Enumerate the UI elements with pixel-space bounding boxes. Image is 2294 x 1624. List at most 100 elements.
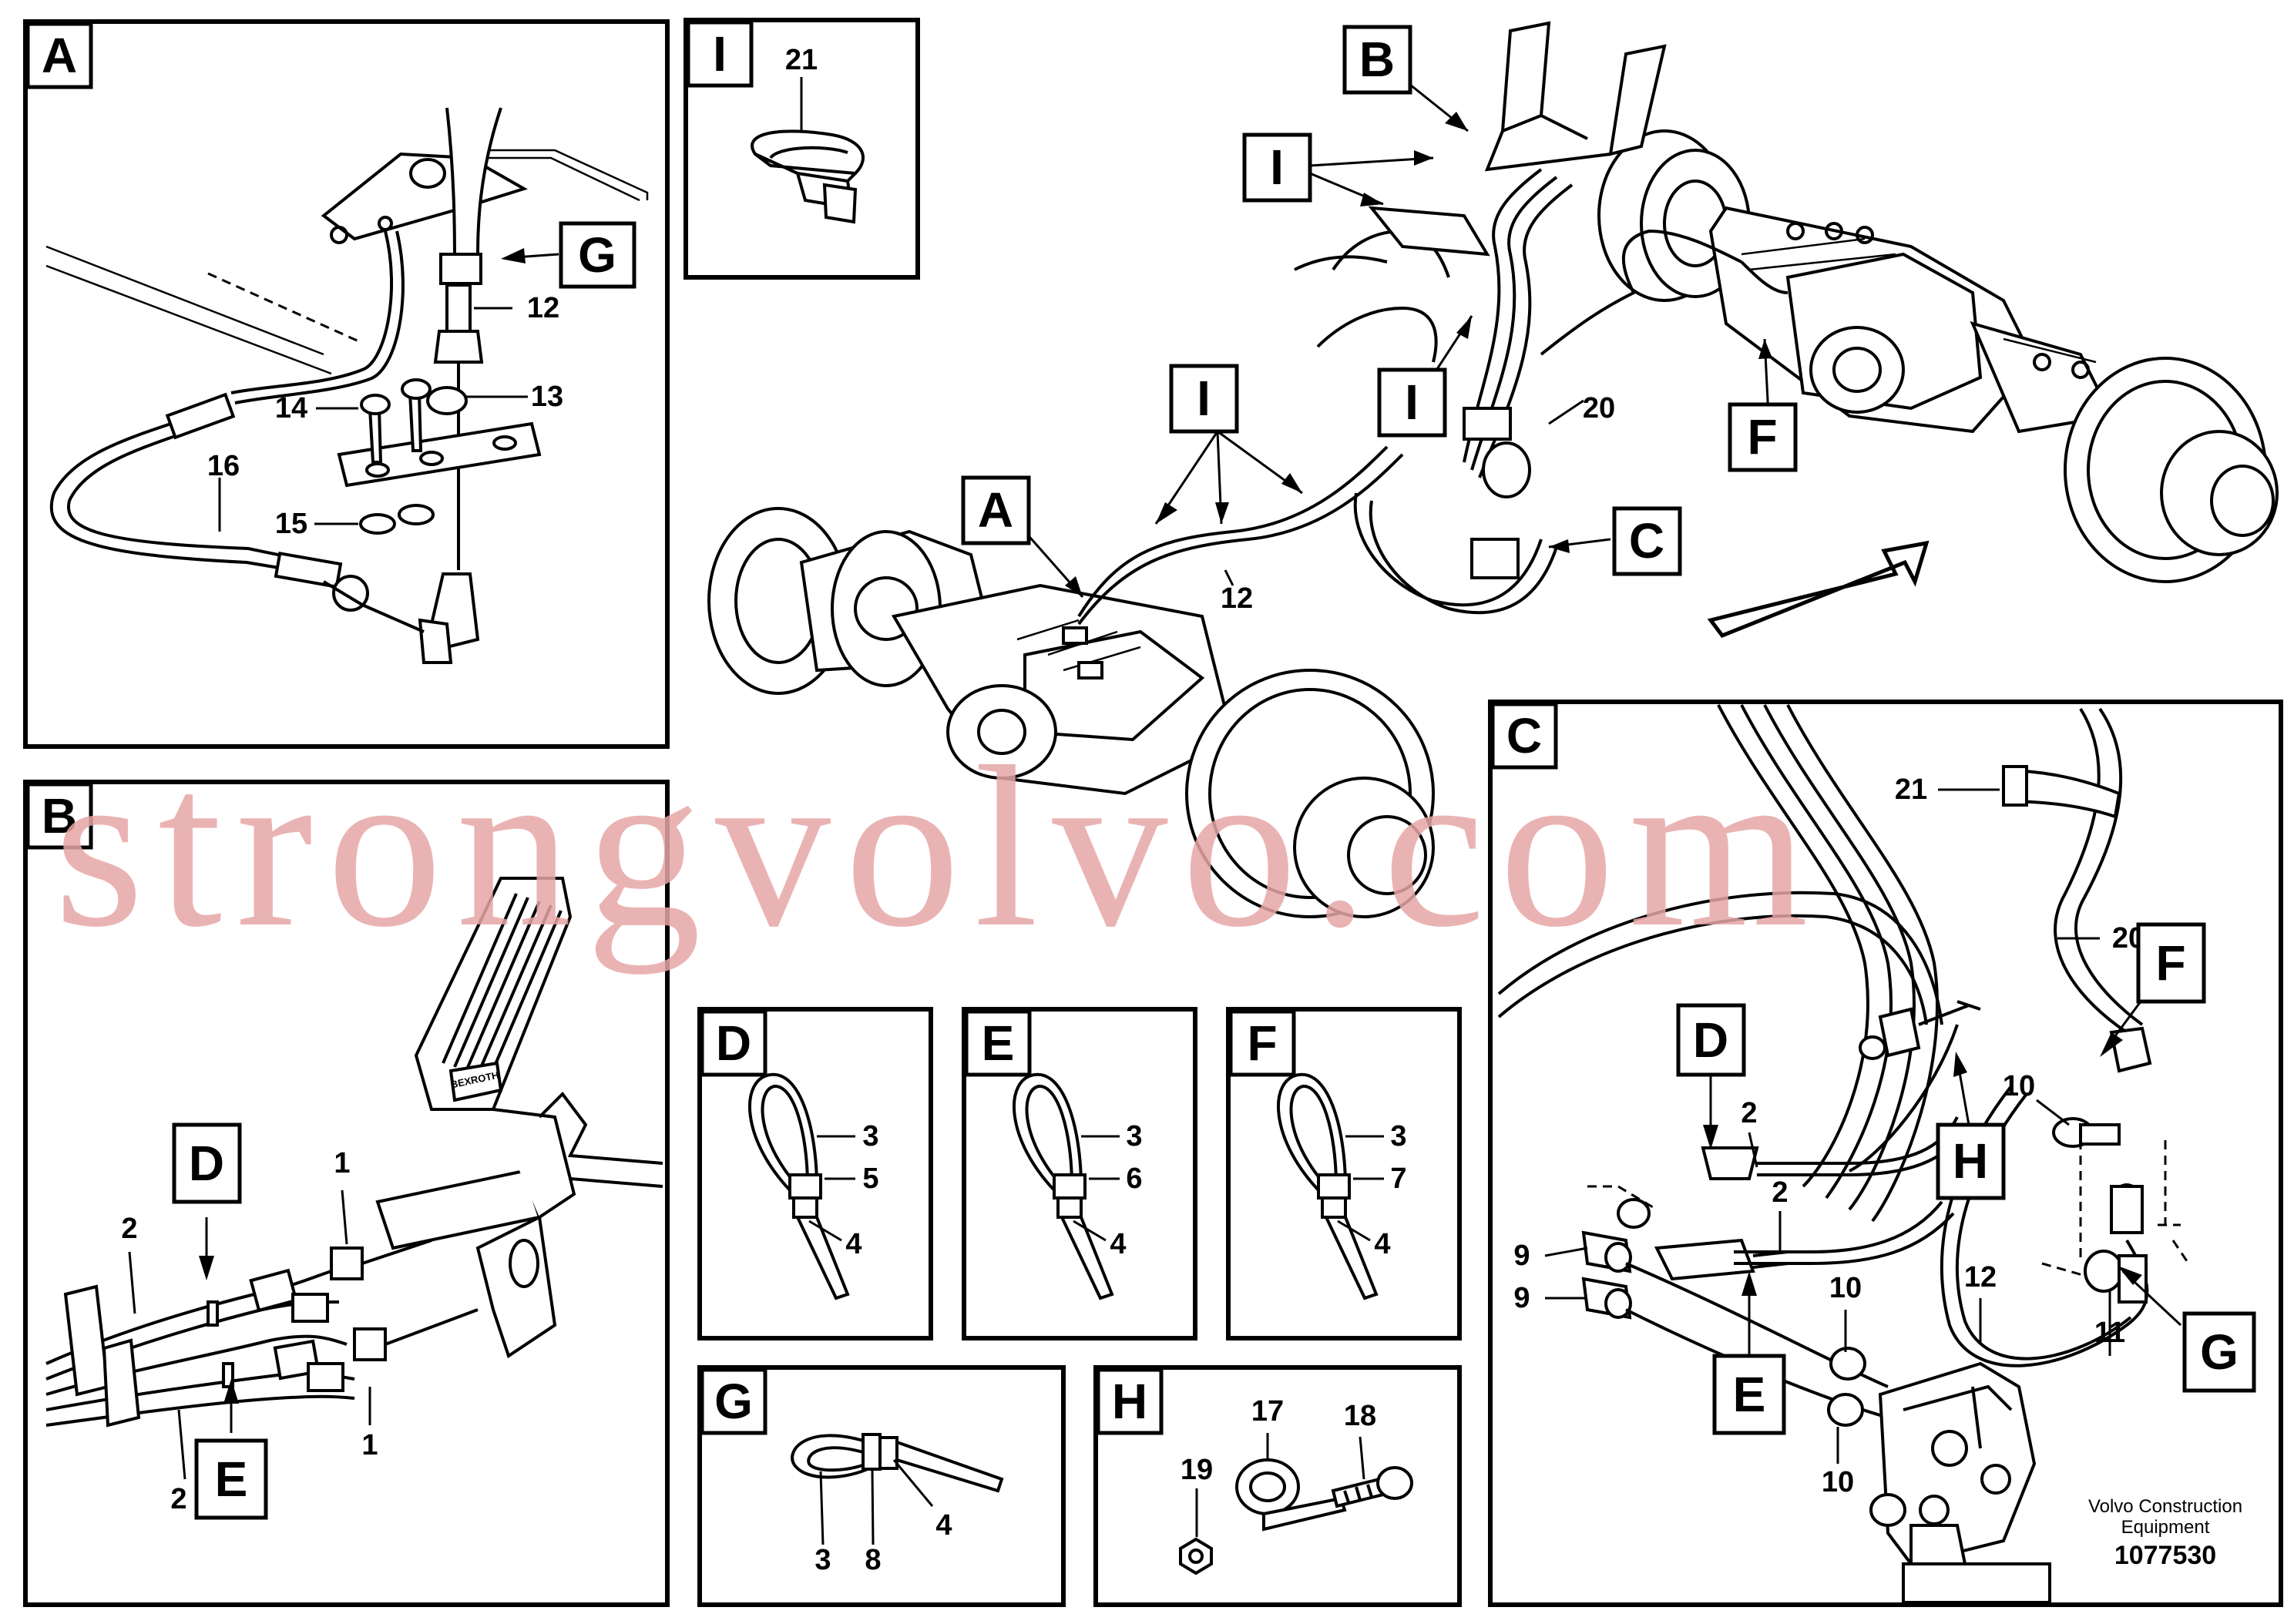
panel-B-tag-D-text: D <box>189 1136 224 1191</box>
watermark-text: strongvolvo.com <box>54 719 1822 975</box>
panel-B-title: B <box>42 788 77 844</box>
callout-H-19: 19 <box>1181 1454 1213 1486</box>
callout-G-4: 4 <box>935 1509 952 1542</box>
callout-C-9-top: 9 <box>1513 1240 1530 1272</box>
cable-tie-icon <box>748 1072 850 1300</box>
tag-overview-I-1 <box>1242 133 1312 203</box>
panel-B-title-box <box>25 782 93 850</box>
callout-B-2-bottom: 2 <box>170 1483 186 1515</box>
panel-C-tag-D <box>1676 1003 1746 1077</box>
callout-F-4: 4 <box>1374 1228 1390 1260</box>
panel-B-tag-E-text: E <box>215 1451 248 1507</box>
cable-harness <box>1077 168 1789 626</box>
direction-arrow-icon <box>1707 540 1930 639</box>
panel-G-title: G <box>714 1374 753 1429</box>
panel-E-title-box <box>964 1009 1032 1077</box>
tag-overview-I-2-text: I <box>1405 374 1419 430</box>
callout-A-13: 13 <box>531 381 563 413</box>
panel-C: C <box>1488 700 2283 1607</box>
tag-overview-A <box>961 475 1031 545</box>
callout-G-3: 3 <box>814 1544 831 1576</box>
tag-overview-I-2 <box>1377 367 1447 438</box>
callout-overview-12: 12 <box>1221 582 1253 615</box>
tag-overview-F-text: F <box>1747 409 1777 465</box>
panel-A-title-box <box>25 22 93 89</box>
callout-E-4: 4 <box>1110 1228 1126 1260</box>
callout-D-5: 5 <box>862 1163 878 1195</box>
pedal-group <box>1484 21 1667 172</box>
panel-C-tag-E <box>1712 1354 1786 1435</box>
tag-overview-I-3-text: I <box>1197 371 1211 426</box>
callout-C-10-mid: 10 <box>1829 1272 1862 1304</box>
panel-B-tag-E <box>194 1438 268 1520</box>
panel-B: B BEXROTH <box>23 780 670 1607</box>
tag-overview-C-text: C <box>1629 513 1664 569</box>
panel-A-title: A <box>42 28 77 83</box>
panel-B-tag-D <box>172 1122 242 1204</box>
overview-assembly: B I I I A C F 20 12 <box>707 21 2279 918</box>
callout-C-2-mid: 2 <box>1772 1176 1788 1209</box>
panel-H-title-box <box>1096 1367 1164 1435</box>
panel-C-tag-G-text: G <box>2200 1324 2239 1380</box>
callout-E-6: 6 <box>1126 1163 1142 1195</box>
strap-clamp-icon <box>751 129 865 224</box>
caption-number: 1077530 <box>2114 1541 2216 1570</box>
callout-C-21: 21 <box>1895 773 1927 806</box>
callout-C-11: 11 <box>2094 1317 2125 1349</box>
panel-G: G 3 8 4 <box>697 1365 1066 1607</box>
panel-G-title-box <box>700 1367 767 1435</box>
callout-A-15: 15 <box>275 508 307 540</box>
callout-D-4: 4 <box>845 1228 862 1260</box>
callout-F-3: 3 <box>1390 1120 1406 1153</box>
callout-A-12: 12 <box>527 292 559 324</box>
callout-H-17: 17 <box>1251 1395 1284 1428</box>
callout-I-21: 21 <box>785 44 818 76</box>
panel-D-title-box <box>700 1009 767 1077</box>
tag-overview-B <box>1342 25 1412 95</box>
panel-E: E 3 6 4 <box>962 1007 1197 1340</box>
panel-D: D 3 5 4 <box>697 1007 933 1340</box>
cable-tie-icon <box>1277 1072 1379 1300</box>
panel-F-title-box <box>1228 1009 1296 1077</box>
callout-B-1-bottom: 1 <box>361 1429 378 1461</box>
panel-I-title-box <box>686 20 754 88</box>
caption-line1: Volvo Construction <box>2088 1496 2242 1517</box>
tag-overview-I-1-text: I <box>1270 139 1284 195</box>
panel-H: H 17 18 19 <box>1093 1365 1462 1607</box>
callout-C-2-top: 2 <box>1741 1097 1757 1129</box>
callout-C-9-bottom: 9 <box>1513 1282 1530 1314</box>
panel-B-drawing: BEXROTH <box>45 877 663 1428</box>
panel-I-title: I <box>713 26 727 82</box>
panel-A-drawing <box>45 107 649 664</box>
panel-C-tag-E-text: E <box>1733 1367 1766 1422</box>
p-clamp-icon <box>1179 1458 1413 1575</box>
callout-G-8: 8 <box>865 1544 881 1576</box>
panel-C-tag-F <box>2136 922 2206 1004</box>
tag-overview-F <box>1728 402 1798 472</box>
callout-overview-20: 20 <box>1583 392 1615 424</box>
caption-line2: Equipment <box>2121 1517 2210 1538</box>
panel-F-title: F <box>1247 1015 1277 1071</box>
cable-tie-icon <box>1013 1072 1114 1300</box>
panel-I-detail: I 21 <box>683 18 920 280</box>
panel-C-tag-H-text: H <box>1953 1133 1988 1189</box>
panel-F: F 3 7 4 <box>1226 1007 1462 1340</box>
panel-C-tag-D-text: D <box>1693 1012 1728 1068</box>
panel-C-tag-G <box>2182 1311 2256 1393</box>
callout-F-7: 7 <box>1390 1163 1406 1195</box>
callout-B-2-top: 2 <box>121 1213 137 1245</box>
tag-overview-I-3 <box>1169 364 1239 434</box>
callout-C-10-bottom: 10 <box>1822 1466 1854 1498</box>
tag-overview-C <box>1612 506 1682 576</box>
panel-A-tag-G-text: G <box>578 227 616 283</box>
callout-C-12: 12 <box>1964 1261 1997 1293</box>
callout-D-3: 3 <box>862 1120 878 1153</box>
panel-D-title: D <box>716 1015 751 1071</box>
overview-leaders <box>1023 83 1772 598</box>
tag-overview-A-text: A <box>978 482 1013 538</box>
callout-A-16: 16 <box>207 450 240 482</box>
panel-E-title: E <box>982 1015 1015 1071</box>
panel-A: A <box>23 19 670 749</box>
